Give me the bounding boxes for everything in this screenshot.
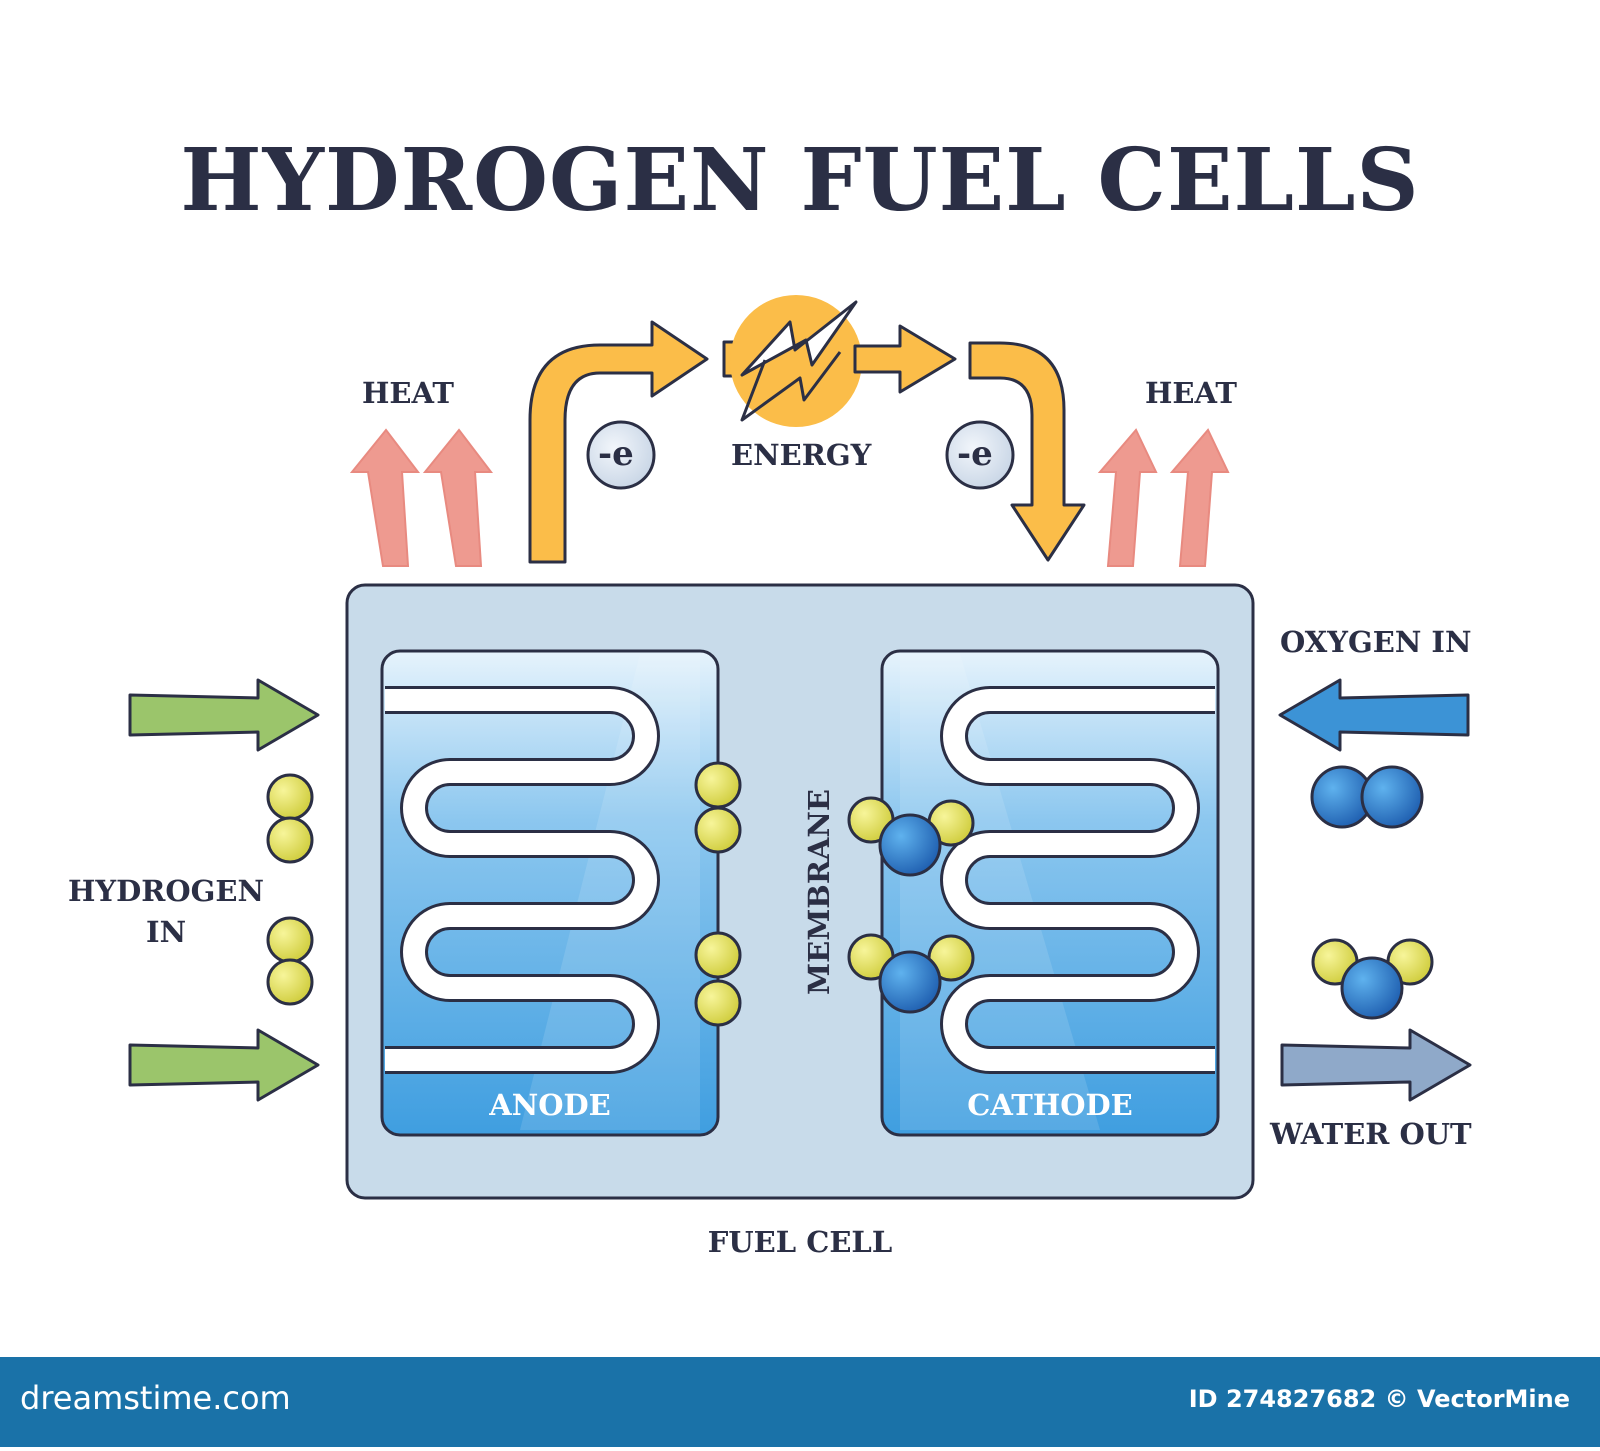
energy-arrow-middle bbox=[853, 324, 957, 394]
hydrogen-in-molecules bbox=[266, 773, 314, 1006]
fuel-cell-label: FUEL CELL bbox=[707, 1225, 893, 1259]
heat-arrows-right bbox=[1097, 428, 1230, 567]
footer-bar: dreamstime.com ID 274827682 © VectorMine bbox=[0, 1357, 1600, 1447]
heat-arrow-left-1 bbox=[349, 428, 421, 567]
diagram-title: HYDROGEN FUEL CELLS bbox=[180, 130, 1420, 231]
hydrogen-in-label-line2: IN bbox=[146, 915, 187, 949]
water-out-label: WATER OUT bbox=[1270, 1117, 1472, 1151]
water-out-molecule bbox=[1311, 938, 1434, 1020]
cathode-water-molecule-1 bbox=[847, 796, 975, 877]
electron-bubble-left bbox=[586, 420, 656, 490]
energy-arrow-right bbox=[968, 341, 1086, 562]
oxygen-in-arrow bbox=[1278, 678, 1470, 752]
energy-arrow-left bbox=[528, 320, 709, 564]
cathode-label: CATHODE bbox=[967, 1088, 1133, 1122]
hydrogen-in-arrows bbox=[128, 678, 320, 1102]
heat-arrow-right-1 bbox=[1097, 428, 1158, 567]
membrane-label: MEMBRANE bbox=[802, 788, 836, 995]
anode-label: ANODE bbox=[489, 1088, 611, 1122]
oxygen-molecule bbox=[1310, 765, 1424, 829]
oxygen-in-label: OXYGEN IN bbox=[1280, 625, 1472, 659]
electron-label-left: -e bbox=[598, 434, 634, 474]
heat-arrows-left bbox=[349, 428, 494, 567]
heat-label-right: HEAT bbox=[1145, 376, 1237, 410]
lightning-bolt-icon bbox=[740, 300, 858, 422]
electron-bubble-right bbox=[945, 420, 1015, 490]
heat-arrow-left-2 bbox=[422, 428, 494, 567]
energy-flow bbox=[528, 295, 1086, 564]
water-out-arrow bbox=[1280, 1028, 1472, 1102]
heat-label-left: HEAT bbox=[362, 376, 454, 410]
anode-hydrogen-molecules bbox=[694, 761, 742, 1027]
cathode-water-molecule-2 bbox=[847, 933, 975, 1014]
energy-label: ENERGY bbox=[731, 438, 872, 472]
heat-arrow-right-2 bbox=[1169, 428, 1230, 567]
cathode-panel bbox=[880, 649, 1220, 1137]
electron-label-right: -e bbox=[957, 434, 993, 474]
hydrogen-in-label-line1: HYDROGEN bbox=[68, 874, 264, 908]
footer-image-id: ID 274827682 © VectorMine bbox=[1188, 1385, 1570, 1413]
hydrogen-arrow-bottom bbox=[128, 1028, 320, 1102]
hydrogen-arrow-top bbox=[128, 678, 320, 752]
footer-brand: dreamstime.com bbox=[20, 1379, 291, 1417]
anode-panel bbox=[380, 649, 720, 1137]
